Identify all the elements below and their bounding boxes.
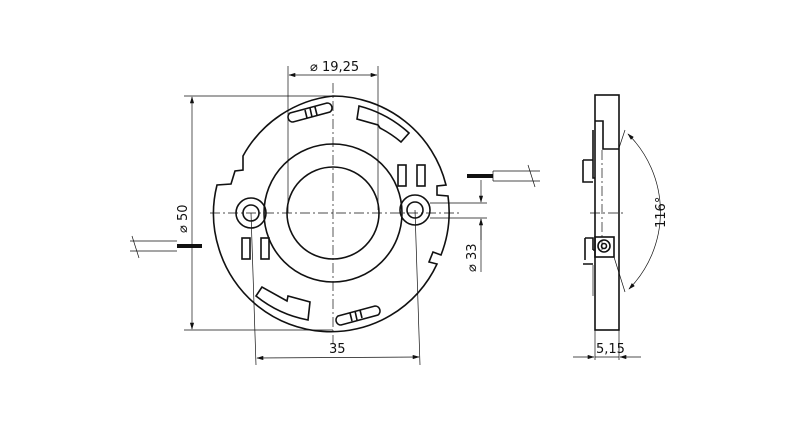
dim-inner-diameter-label: ⌀ 19,25 — [310, 60, 359, 75]
side-view — [573, 94, 661, 360]
dim-angle-label: 116° — [654, 197, 669, 228]
mount-hole-right-boss — [399, 194, 431, 226]
clip-top-right — [356, 105, 411, 144]
outer-contour — [212, 95, 450, 333]
contact — [397, 164, 407, 187]
dim-outer-diameter-label: ⌀ 50 — [176, 204, 191, 233]
contact — [260, 237, 270, 260]
dim-hole-spacing-label: 35 — [329, 342, 346, 357]
dim-thickness-label: 5,15 — [596, 342, 625, 357]
clip-bottom-left — [254, 285, 311, 321]
contact — [241, 237, 251, 260]
side-body — [594, 94, 620, 331]
dim-hole-circle-label: ⌀ 33 — [465, 243, 480, 272]
front-view — [130, 66, 540, 366]
slot-top — [287, 102, 333, 123]
side-screw — [594, 236, 615, 258]
slot-bottom — [335, 305, 381, 326]
contact — [416, 164, 426, 187]
